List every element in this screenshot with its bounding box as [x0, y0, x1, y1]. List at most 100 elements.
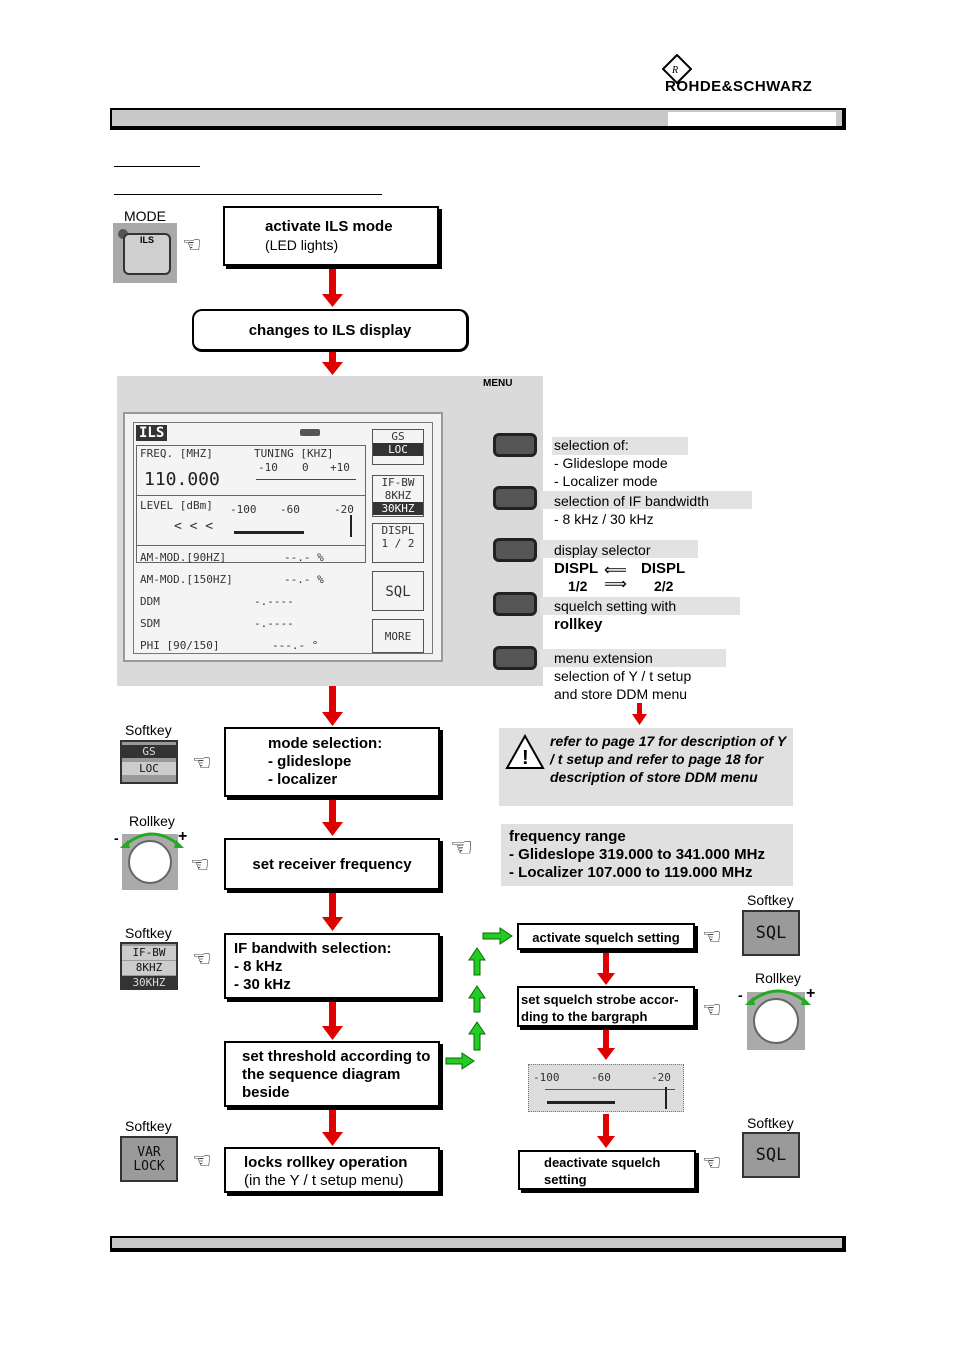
- lcd-freq-frame: [136, 445, 366, 563]
- level-label: LEVEL [dBm]: [140, 499, 213, 512]
- lcd-softkey-ifbw: IF-BW 8KHZ 30KHZ: [372, 475, 424, 517]
- lcd-title: ILS: [136, 425, 168, 441]
- softkey-gs: GS: [122, 745, 176, 758]
- hand-pointer-icon: ☜: [450, 832, 474, 862]
- sql-softkey[interactable]: SQL: [742, 910, 800, 956]
- side-menu-ext3: and store DDM menu: [554, 686, 688, 702]
- rollkey-knob[interactable]: [122, 834, 178, 890]
- lcd-30khz: 30KHZ: [373, 502, 423, 515]
- lcd-softkey-displ: DISPL 1 / 2: [372, 523, 424, 563]
- left-arrow-icon: ⟸: [604, 562, 627, 579]
- lcd-row-label: DDM: [140, 595, 160, 608]
- tuning-label: TUNING [KHZ]: [254, 447, 334, 460]
- threshold-box: set threshold according to the sequence …: [224, 1041, 440, 1107]
- level-tick: -100: [230, 503, 257, 516]
- hand-pointer-icon: ☜: [702, 1150, 722, 1175]
- softkey-var: VAR: [137, 1145, 161, 1160]
- hand-pointer-icon: ☜: [702, 924, 722, 949]
- if-sel-2: - 30 kHz: [234, 976, 291, 993]
- deactivate-squelch-box: deactivate squelch setting: [518, 1150, 696, 1190]
- lcd-row-label: SDM: [140, 617, 160, 630]
- ils-mode-key[interactable]: ILS: [113, 223, 177, 283]
- hw-softkey-2[interactable]: [493, 486, 537, 510]
- plus-sign: +: [806, 985, 816, 1002]
- svg-text:!: !: [522, 747, 529, 769]
- freq-range-title: frequency range: [509, 828, 626, 845]
- softkey-label: Softkey: [125, 722, 172, 738]
- rotate-arrow-icon: [120, 832, 184, 848]
- side-squelch: squelch setting with: [554, 598, 677, 614]
- activate-title: activate ILS mode: [265, 218, 393, 235]
- locks-1: locks rollkey operation: [244, 1154, 408, 1171]
- minus-sign: -: [738, 987, 743, 1003]
- side-gs-mode: - Glideslope mode: [554, 455, 668, 471]
- refer-note: ! refer to page 17 for description of Y …: [499, 728, 793, 806]
- level-tick: -20: [334, 503, 354, 516]
- lcd-row-label: AM-MOD.[90HZ]: [140, 551, 227, 564]
- knob-face: [753, 998, 799, 1044]
- if-selection-box: IF bandwith selection: - 8 kHz - 30 kHz: [224, 933, 440, 999]
- lcd-row-value: -.----: [254, 595, 294, 608]
- gs-loc-softkey[interactable]: GS LOC: [120, 740, 178, 784]
- if-sel-1: - 8 kHz: [234, 958, 283, 975]
- softkey-30khz: 30KHZ: [122, 976, 176, 990]
- rollkey-knob-2[interactable]: [747, 992, 805, 1050]
- softkey-label: Softkey: [747, 892, 794, 908]
- side-displ-sel: display selector: [554, 542, 651, 558]
- brand-name: ROHDE&SCHWARZ: [665, 78, 813, 95]
- side-hl: [540, 597, 740, 615]
- squelch-bargraph: -100 -60 -20: [528, 1064, 684, 1112]
- lcd-divider: [136, 495, 366, 496]
- deact-2: setting: [544, 1172, 587, 1187]
- led-icon: [118, 229, 128, 239]
- mode-sel-1: - glideslope: [268, 753, 352, 770]
- header-bar: [110, 108, 846, 130]
- freq-range-box: frequency range - Glideslope 319.000 to …: [501, 824, 793, 886]
- bar-strobe: [665, 1087, 667, 1109]
- side-displ2: DISPL: [641, 560, 686, 577]
- side-menu-ext: menu extension: [554, 650, 653, 666]
- side-displ1-num: 1/2: [568, 578, 588, 594]
- softkey-label: Softkey: [125, 1118, 172, 1134]
- rollkey-label: Rollkey: [755, 970, 801, 986]
- brand-logo: R: [661, 53, 693, 85]
- lcd-softkey-gs-loc: GS LOC: [372, 429, 424, 465]
- ils-key-face: ILS: [123, 233, 171, 275]
- activate-ils-box: activate ILS mode (LED lights): [223, 206, 439, 266]
- set-sq-2: ding to the bargraph: [521, 1009, 648, 1024]
- level-tick: -60: [280, 503, 300, 516]
- tuning-tick: +10: [330, 461, 350, 474]
- lcd-softkey-more: MORE: [372, 619, 424, 653]
- lcd-row-label: PHI [90/150]: [140, 639, 220, 652]
- var-lock-softkey[interactable]: VAR LOCK: [120, 1136, 178, 1182]
- hw-softkey-3[interactable]: [493, 538, 537, 562]
- hand-pointer-icon: ☜: [192, 946, 212, 971]
- sql-softkey-2[interactable]: SQL: [742, 1132, 800, 1178]
- lcd-softkey-sql: SQL: [372, 571, 424, 611]
- hw-softkey-4[interactable]: [493, 592, 537, 616]
- level-bar: [234, 531, 304, 534]
- tuning-tick: -10: [258, 461, 278, 474]
- battery-icon: [300, 429, 320, 436]
- activate-squelch-box: activate squelch setting: [517, 923, 695, 950]
- menu-label: MENU: [483, 378, 513, 389]
- lcd-row-value: --.- %: [284, 551, 324, 564]
- minus-sign: -: [114, 830, 119, 846]
- hw-softkey-1[interactable]: [493, 433, 537, 457]
- side-hl: [552, 437, 688, 455]
- lcd-ifbw: IF-BW: [381, 476, 415, 489]
- hand-pointer-icon: ☜: [182, 232, 202, 257]
- hand-pointer-icon: ☜: [702, 997, 722, 1022]
- side-if-opts: - 8 kHz / 30 kHz: [554, 511, 654, 527]
- lcd-screen: ILS FREQ. [MHZ] TUNING [KHZ] -10 0 +10 1…: [123, 412, 443, 662]
- mode-sel-2: - localizer: [268, 771, 338, 788]
- lcd-row-label: AM-MOD.[150HZ]: [140, 573, 233, 586]
- heading-underline-2: [114, 194, 382, 195]
- if-bw-softkey[interactable]: IF-BW 8KHZ 30KHZ: [120, 942, 178, 990]
- hw-softkey-5[interactable]: [493, 646, 537, 670]
- lcd-8khz: 8KHZ: [384, 489, 412, 502]
- bar-tick: -20: [651, 1071, 671, 1084]
- side-loc-mode: - Localizer mode: [554, 473, 658, 489]
- set-squelch-box: set squelch strobe accor- ding to the ba…: [517, 986, 695, 1027]
- rs-diamond-icon: R: [661, 53, 693, 85]
